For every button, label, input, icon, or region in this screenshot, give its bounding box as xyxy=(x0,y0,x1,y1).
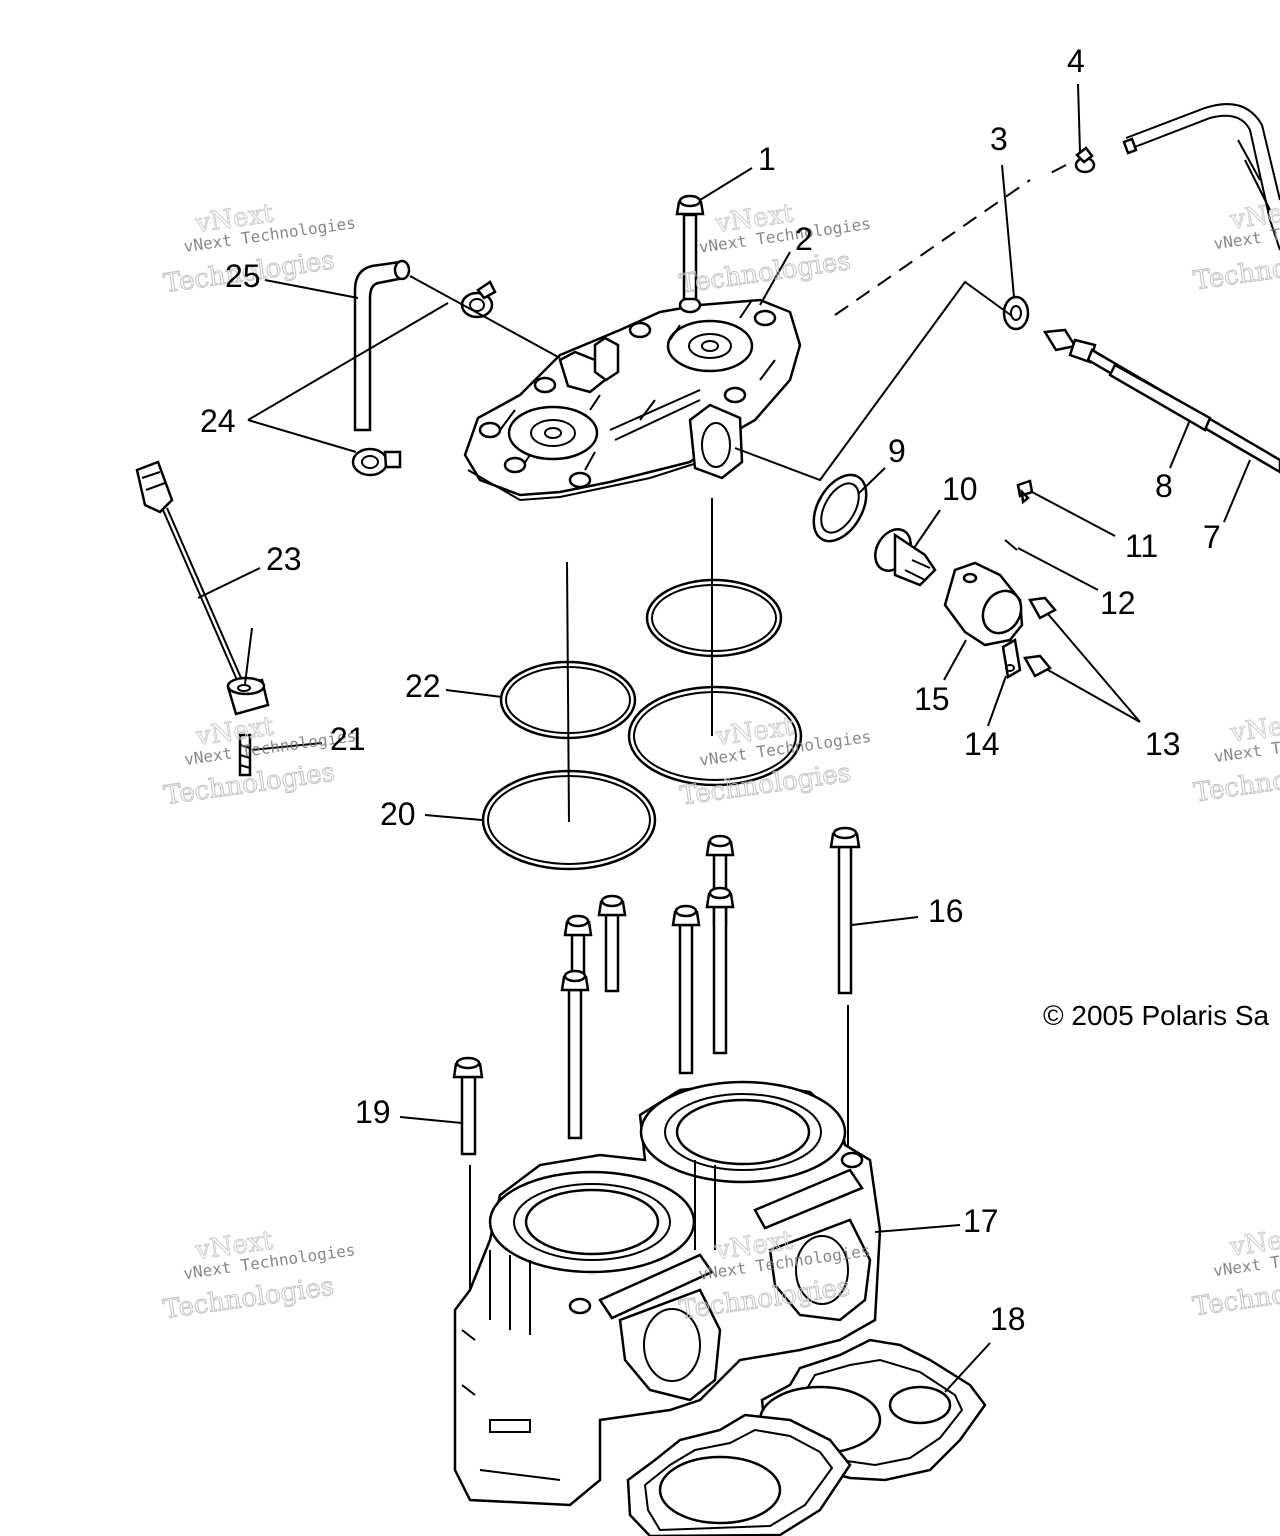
o-ring-part-22-upper xyxy=(645,578,783,658)
callout-4: 4 xyxy=(1067,43,1085,79)
callout-23: 23 xyxy=(266,541,302,577)
leader-lines xyxy=(197,83,1251,1393)
housing-part-15 xyxy=(943,561,1024,647)
clamp-part-4 xyxy=(1074,146,1096,174)
thermostat-part-10 xyxy=(874,528,937,587)
callout-19: 19 xyxy=(355,1094,391,1130)
callout-7: 7 xyxy=(1203,519,1221,555)
callout-3: 3 xyxy=(990,121,1008,157)
gasket-part-9 xyxy=(812,473,868,543)
callout-22: 22 xyxy=(405,668,441,704)
callout-20: 20 xyxy=(380,796,416,832)
sensor-part-23 xyxy=(135,460,270,716)
callout-1: 1 xyxy=(758,141,776,177)
washer-part-3 xyxy=(1002,295,1030,331)
callout-10: 10 xyxy=(942,471,978,507)
callout-11: 11 xyxy=(1125,528,1158,564)
callout-18: 18 xyxy=(990,1301,1026,1337)
bolt-part-1 xyxy=(675,194,705,301)
bolts-part-13 xyxy=(1023,596,1057,678)
callout-16: 16 xyxy=(928,893,964,929)
cable-part-7 xyxy=(1122,103,1280,251)
callout-25: 25 xyxy=(225,258,261,294)
base-gasket-part-18 xyxy=(626,1338,987,1536)
clamp-part-24-lower xyxy=(351,447,402,477)
sensor-part-8 xyxy=(1042,328,1280,474)
stud-part-21 xyxy=(238,733,252,777)
bolt-set-part-16 xyxy=(560,826,861,1140)
callout-13: 13 xyxy=(1145,726,1181,762)
o-ring-part-20-right xyxy=(627,685,803,787)
copyright-notice: © 2005 Polaris Sa xyxy=(1043,1000,1270,1031)
cylinder-head xyxy=(463,296,802,502)
callout-9: 9 xyxy=(888,433,906,469)
clamp-part-24-upper xyxy=(460,280,497,319)
hose-part-25 xyxy=(353,259,411,432)
callout-21: 21 xyxy=(330,721,366,757)
callout-12: 12 xyxy=(1100,585,1136,621)
screw-part-11 xyxy=(1016,479,1034,505)
callout-labels: 1 2 3 4 7 8 9 10 11 12 13 14 15 16 17 18… xyxy=(200,43,1221,1337)
callout-8: 8 xyxy=(1155,468,1173,504)
bracket-part-14 xyxy=(1001,638,1022,679)
cylinder-block-part-17 xyxy=(453,1080,882,1507)
callout-24: 24 xyxy=(200,403,236,439)
callout-14: 14 xyxy=(964,726,1000,762)
callout-15: 15 xyxy=(914,681,950,717)
watermark-tech: Technologies xyxy=(1192,243,1280,297)
callout-2: 2 xyxy=(795,221,813,257)
clip-part-12 xyxy=(1004,539,1018,551)
callout-17: 17 xyxy=(963,1203,999,1239)
bolt-part-19 xyxy=(452,1056,484,1156)
